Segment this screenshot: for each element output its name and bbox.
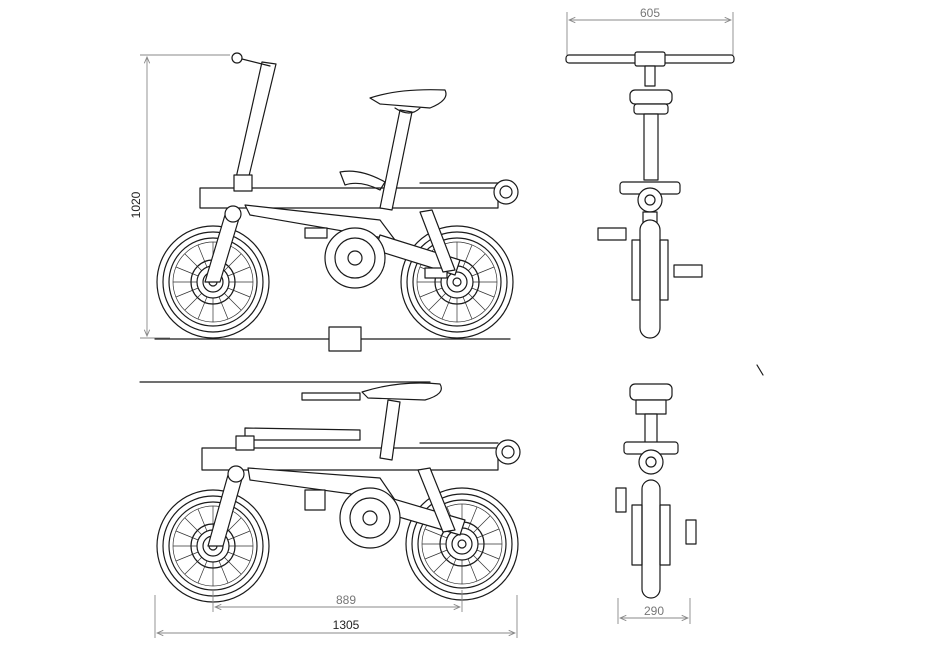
folded-width-dimension: 290 xyxy=(618,598,690,624)
front-view-folded: 290 xyxy=(616,365,763,624)
wheelbase-label: 889 xyxy=(336,593,356,607)
handlebar-width-dimension: 605 xyxy=(567,6,733,55)
length-label: 1305 xyxy=(333,618,360,632)
side-view-unfolded: 1020 xyxy=(129,53,518,351)
wheelbase-dimension: 889 xyxy=(213,590,462,612)
folded-width-label: 290 xyxy=(644,604,664,618)
handlebar-width-label: 605 xyxy=(640,6,660,20)
height-label: 1020 xyxy=(129,191,143,218)
front-view-unfolded: 605 xyxy=(566,6,734,338)
side-view-folded: 889 1305 xyxy=(140,382,520,638)
